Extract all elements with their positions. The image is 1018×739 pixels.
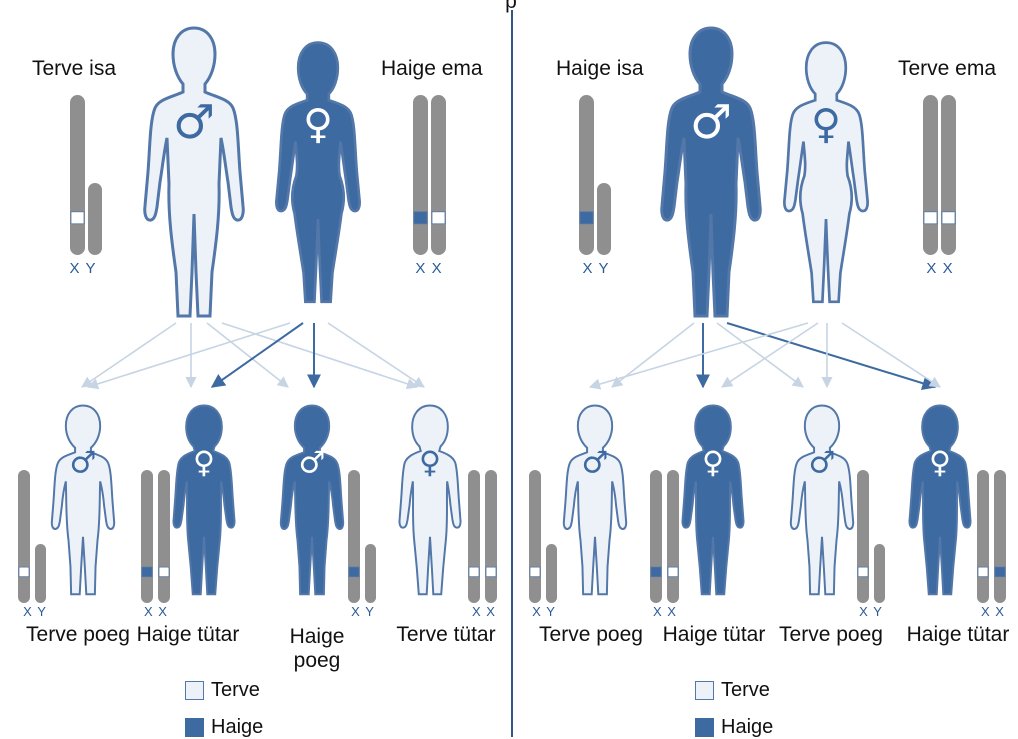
right-child-1-chromosome-y [546,544,557,603]
left-child-1-figure: ♂ [52,405,114,594]
left-father-chromosome-y [88,183,102,255]
right-child-2-label: Haige tütar [663,624,766,646]
right-child-4-label: Haige tütar [907,624,1010,646]
left-child-2-label: Haige tütar [137,624,240,646]
left-child-3-label-line2: poeg [294,650,341,672]
left-mother-chromosome-x2 [431,95,446,255]
left-child-4-figure: ♀ [399,405,460,594]
right-mother-chromosome-x [923,95,938,255]
left-child-4-label: Terve tütar [396,624,495,646]
left-mother-figure: ♀ [276,43,359,302]
legend-sick-label: Haige [211,716,263,739]
left-legend-sick: Haige [185,716,263,739]
right-legend-healthy: Terve [695,679,770,702]
inheritance-arrow [590,323,808,387]
gender-symbol-icon: ♀ [193,445,215,480]
inheritance-arrow [722,323,818,387]
inheritance-arrow [727,323,935,387]
right-child-3-chromosome-x [857,470,869,603]
right-father-label: Haige isa [556,58,644,80]
right-legend-sick: Haige [695,716,773,739]
left-father-chromosome-x [70,95,85,255]
right-child-2-chromosome-label: X X [653,604,677,619]
right-mother-figure: ♀ [784,43,867,302]
right-child-4-chromosome-x2 [994,470,1006,603]
left-child-1-label: Terve poeg [26,624,130,646]
right-child-3-label: Terve poeg [779,624,883,646]
left-child-3-figure: ♂ [281,405,343,594]
right-child-1-figure: ♂ [564,405,626,594]
right-child-3-chromosome-y [874,544,885,603]
right-child-2-chromosome-x [650,470,662,603]
right-child-1-chromosome-label: X Y [532,604,556,619]
left-child-2-figure: ♀ [173,405,234,594]
right-child-4-chromosome-label: X X [981,604,1005,619]
gender-symbol-icon: ♂ [690,95,732,150]
left-child-3-chromosome-x [348,470,360,603]
inheritance-arrow [328,323,424,387]
left-mother-chromosome-label: X X [415,260,442,277]
sick-swatch [695,718,714,737]
left-child-2-chromosome-x2 [158,470,170,603]
right-mother-label: Terve ema [898,58,996,80]
right-child-4-figure: ♀ [909,405,970,594]
right-child-4-chromosome-x [977,470,989,603]
left-child-4-chromosome-label: X X [472,604,496,619]
left-child-3-chromosome-label: X Y [351,604,375,619]
left-father-label: Terve isa [32,58,116,80]
panel-divider [511,10,513,737]
left-child-1-chromosome-label: X Y [23,604,47,619]
inheritance-arrow [842,323,940,387]
gender-symbol-icon: ♂ [299,445,326,480]
left-child-4-chromosome-x [468,470,480,603]
sick-swatch [185,718,204,737]
gender-symbol-icon: ♀ [811,100,841,148]
legend-sick-label: Haige [721,716,773,739]
inheritance-arrow [88,323,290,387]
right-child-1-chromosome-x [529,470,541,603]
gender-symbol-icon: ♀ [702,445,724,480]
left-child-2-chromosome-x [141,470,153,603]
left-child-1-chromosome-x [18,470,30,603]
right-child-2-chromosome-x2 [667,470,679,603]
left-father-figure: ♂ [145,28,244,316]
inheritance-arrow [222,323,417,387]
gender-symbol-icon: ♀ [303,100,333,148]
left-mother-label: Haige ema [381,58,483,80]
left-child-4-chromosome-x2 [485,470,497,603]
right-father-figure: ♂ [662,28,761,316]
left-child-3-chromosome-y [365,544,376,603]
right-father-chromosome-y [597,183,611,255]
right-child-1-label: Terve poeg [539,624,643,646]
left-father-chromosome-label: X Y [70,260,97,277]
gender-symbol-icon: ♂ [582,445,609,480]
right-child-2-figure: ♀ [682,405,743,594]
left-legend-healthy: Terve [185,679,260,702]
right-child-3-figure: ♂ [791,405,853,594]
gender-symbol-icon: ♂ [70,445,97,480]
left-child-1-chromosome-y [35,544,46,603]
inheritance-arrow [207,323,288,387]
left-child-3-label-line1: Haige [290,626,345,648]
gender-symbol-icon: ♂ [173,95,215,150]
left-mother-chromosome-x [413,95,428,255]
healthy-swatch [695,681,714,700]
healthy-swatch [185,681,204,700]
right-father-chromosome-x [579,95,594,255]
right-father-chromosome-label: X Y [583,260,610,277]
right-mother-chromosome-x2 [941,95,956,255]
gender-symbol-icon: ♂ [809,445,836,480]
right-mother-chromosome-label: X X [926,260,953,277]
inheritance-arrow [82,323,176,387]
left-child-2-chromosome-label: X X [144,604,168,619]
legend-healthy-label: Terve [211,679,260,702]
right-child-3-chromosome-label: X Y [859,604,883,619]
gender-symbol-icon: ♀ [929,445,951,480]
gender-symbol-icon: ♀ [419,445,441,480]
top-text-fragment: p [505,0,517,13]
legend-healthy-label: Terve [721,679,770,702]
